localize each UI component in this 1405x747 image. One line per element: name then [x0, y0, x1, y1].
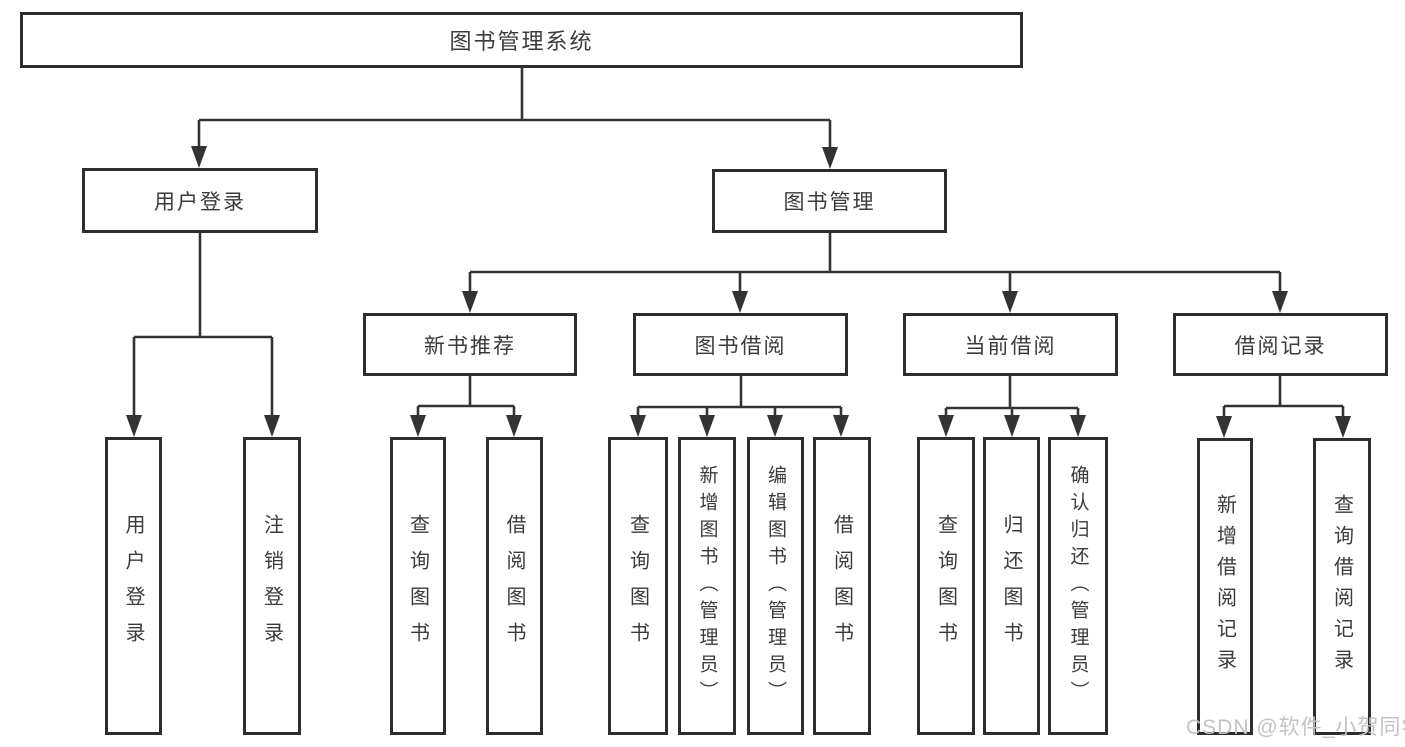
connector-book-management: [468, 233, 1282, 293]
arrowhead-icon: [767, 415, 783, 437]
arrowhead-icon: [506, 415, 522, 437]
arrowhead-icon: [699, 415, 715, 437]
connector-segments: [132, 68, 1345, 418]
connector-new-book-recommend: [416, 376, 516, 417]
leaf-add-borrow-record: 新增借阅记录: [1197, 438, 1253, 735]
connector-root: [197, 68, 832, 149]
leaf-query-borrow-record: 查询借阅记录: [1313, 438, 1371, 735]
arrowhead-icon: [462, 291, 478, 313]
leaf-logout: 注销登录: [243, 437, 301, 735]
arrowhead-icon: [1216, 416, 1232, 438]
arrowhead-icon: [630, 415, 646, 437]
leaf-user-login: 用户登录: [105, 437, 162, 735]
connector-current-borrowing: [944, 376, 1080, 417]
arrowhead-icon: [1002, 291, 1018, 313]
arrowhead-icon: [833, 415, 849, 437]
arrowhead-icon: [732, 291, 748, 313]
leaf-add-books-admin: 新增图书（管理员）: [678, 437, 736, 735]
leaf-query-books-borrowing: 查询图书: [608, 437, 668, 735]
node-book-management: 图书管理: [712, 169, 947, 233]
arrowhead-icon: [822, 147, 838, 169]
arrowhead-icon: [1272, 291, 1288, 313]
arrowhead-icon: [264, 415, 280, 437]
leaf-edit-books-admin: 编辑图书（管理员）: [747, 437, 804, 735]
leaf-borrow-books-recommend: 借阅图书: [486, 437, 543, 735]
leaf-query-books-current: 查询图书: [917, 437, 975, 735]
connector-borrowing-records: [1222, 376, 1345, 418]
arrowhead-icon: [126, 415, 142, 437]
node-new-book-recommend: 新书推荐: [363, 313, 577, 376]
leaf-query-books-recommend: 查询图书: [390, 437, 446, 735]
connector-book-borrowing: [636, 376, 843, 417]
connector-user-login: [132, 233, 274, 417]
node-library-management-system: 图书管理系统: [20, 12, 1023, 68]
leaf-confirm-return-admin: 确认归还（管理员）: [1048, 437, 1108, 735]
arrowhead-icon: [410, 415, 426, 437]
arrowhead-icon: [1004, 415, 1020, 437]
leaf-borrow-books: 借阅图书: [813, 437, 871, 735]
arrowhead-icon: [191, 146, 207, 168]
node-user-login: 用户登录: [82, 168, 318, 233]
csdn-watermark: CSDN @软件_小贺同学: [1186, 716, 1405, 739]
node-borrowing-records: 借阅记录: [1173, 313, 1388, 376]
arrowhead-icon: [1070, 415, 1086, 437]
arrowhead-icon: [938, 415, 954, 437]
node-current-borrowing: 当前借阅: [903, 313, 1118, 376]
leaf-return-books: 归还图书: [983, 437, 1040, 735]
arrowheads: [126, 146, 1351, 438]
arrowhead-icon: [1335, 416, 1351, 438]
node-book-borrowing: 图书借阅: [633, 313, 848, 376]
